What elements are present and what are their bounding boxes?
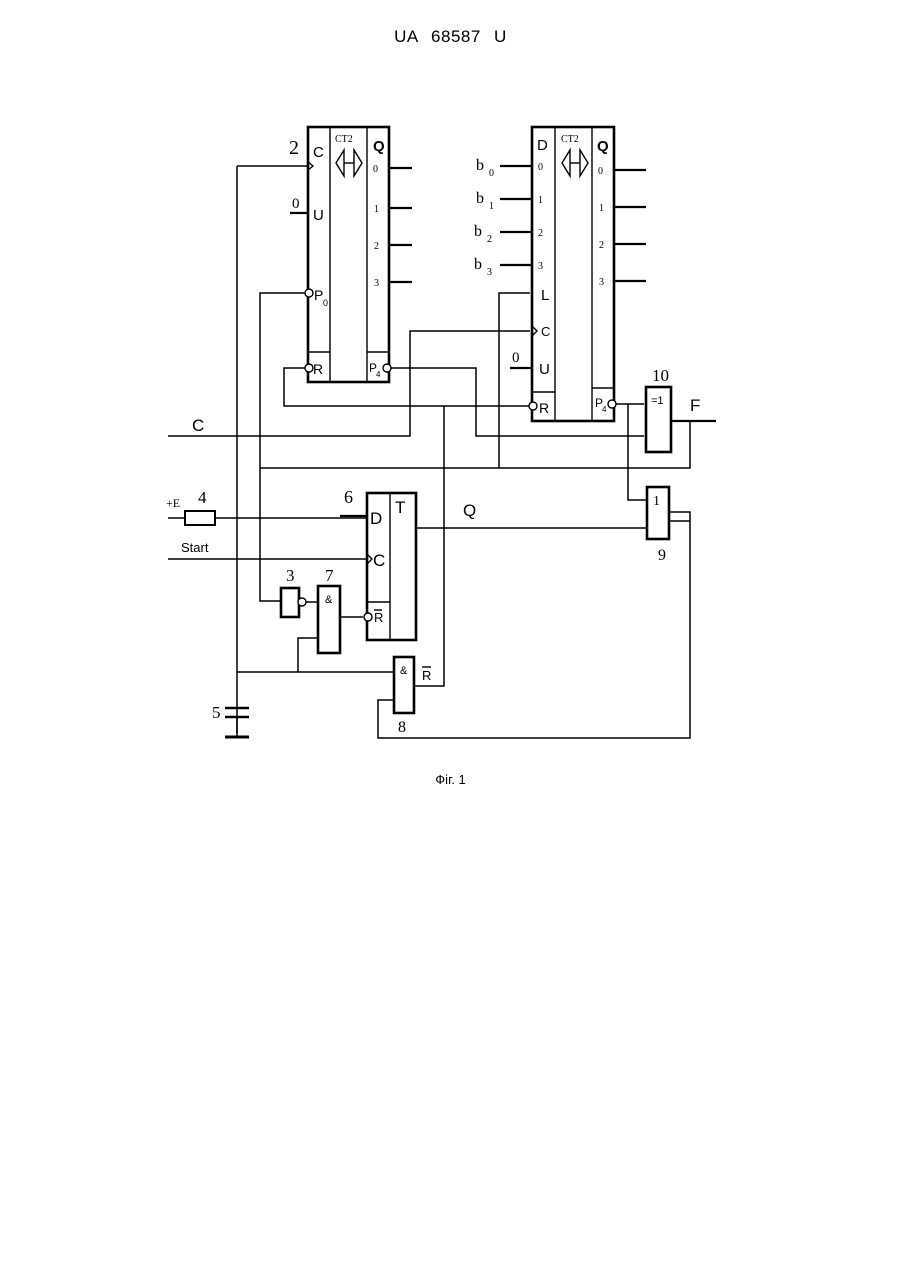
gate-7-symbol: & (325, 594, 333, 606)
counter-1-l-label: L (541, 287, 549, 304)
counter-2-u-input: 0 (292, 196, 300, 212)
trigger-6-t-label: T (395, 498, 405, 517)
trigger-6-c-label: C (373, 551, 385, 570)
supply-label: +E (166, 496, 180, 510)
trigger-6-q-label: Q (463, 501, 476, 520)
clock-input-label: C (192, 416, 204, 435)
counter-2-out-1: 1 (374, 204, 379, 215)
counter-2-p0-sub: 0 (323, 298, 328, 308)
counter-2 (305, 127, 391, 382)
counter-1-u-input: 0 (512, 350, 520, 366)
gate-8-number: 8 (398, 719, 406, 736)
counter-1-out-1: 1 (599, 203, 604, 214)
counter-1-r-label: R (539, 400, 549, 416)
gate-7-number: 7 (325, 566, 334, 585)
wires (168, 166, 716, 738)
gate-8-symbol: & (400, 665, 408, 677)
b0-sub: 0 (489, 168, 494, 179)
b1-label: b (476, 190, 484, 207)
b1-sub: 1 (489, 201, 494, 212)
counter-2-out-3: 3 (374, 278, 379, 289)
counter-1-out-2: 2 (599, 240, 604, 251)
counter-2-r-label: R (313, 361, 323, 377)
gate-10-number: 10 (652, 366, 669, 385)
resistor-4-number: 4 (198, 488, 207, 507)
start-input-label: Start (181, 540, 209, 555)
counter-2-q-label: Q (373, 138, 385, 155)
counter-2-p4-sub: 4 (376, 370, 381, 379)
counter-1-in-1: 1 (538, 195, 543, 206)
counter-2-ct-label: CT2 (335, 134, 353, 145)
inverter-3 (281, 588, 299, 617)
resistor-4 (185, 511, 215, 525)
b3-sub: 3 (487, 267, 492, 278)
counter-1-out-0: 0 (598, 166, 603, 177)
trigger-6-number: 6 (344, 487, 353, 507)
inverter-3-number: 3 (286, 566, 295, 585)
figure-caption: Фіг. 1 (0, 772, 901, 787)
counter-1-in-3: 3 (538, 261, 543, 272)
capacitor-5-number: 5 (212, 703, 221, 722)
b3-label: b (474, 256, 482, 273)
counter-1-in-2: 2 (538, 228, 543, 239)
b0-label: b (476, 157, 484, 174)
counter-2-u-label: U (313, 207, 324, 224)
trigger-6-r-label: R (374, 610, 383, 625)
counter-1-q-label: Q (597, 138, 609, 155)
gate-8-r-out-label: R (422, 668, 431, 683)
counter-1-p4-sub: 4 (602, 405, 607, 414)
trigger-6-d-label: D (370, 509, 382, 528)
counter-1-u-label: U (539, 361, 550, 378)
gate-9-number: 9 (658, 547, 666, 564)
b2-label: b (474, 223, 482, 240)
counter-1-c-label: C (541, 324, 550, 339)
counter-2-p0-label: P (314, 287, 323, 303)
output-f-label: F (690, 396, 700, 415)
counter-1-in-0: 0 (538, 162, 543, 173)
counter-2-out-2: 2 (374, 241, 379, 252)
gate-9-symbol: 1 (653, 494, 660, 509)
counter-2-out-0: 0 (373, 164, 378, 175)
counter-1-ct-label: CT2 (561, 134, 579, 145)
b2-sub: 2 (487, 234, 492, 245)
counter-1-out-3: 3 (599, 277, 604, 288)
counter-2-number: 2 (289, 137, 299, 159)
gate-10-symbol: =1 (651, 395, 664, 407)
counter-2-c-label: C (313, 144, 324, 161)
counter-1-d-label: D (537, 137, 548, 154)
